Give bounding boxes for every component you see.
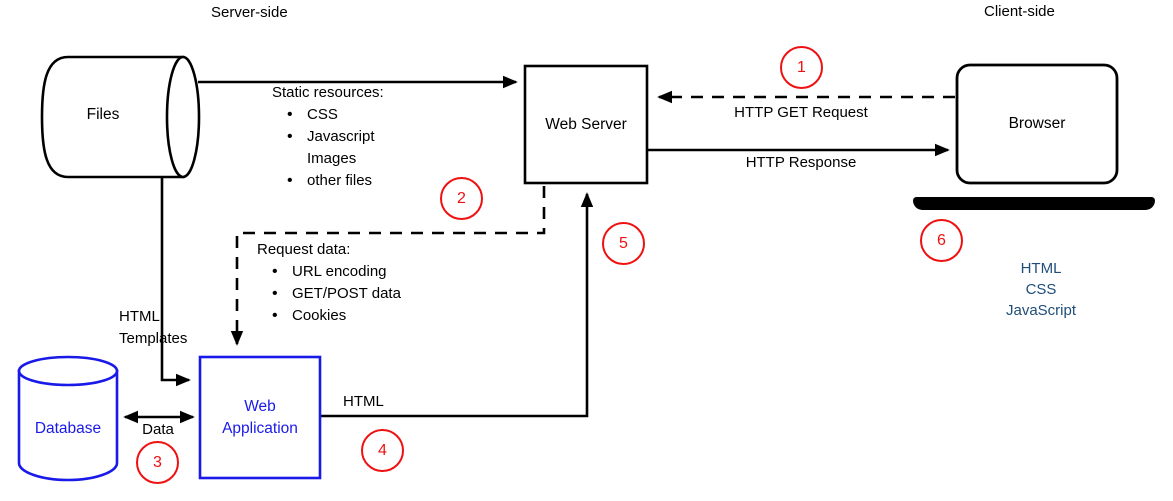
static-resources-item: CSS (272, 104, 452, 126)
static-resources-title: Static resources: (272, 84, 384, 101)
step-marker-6: 6 (920, 219, 963, 262)
request-data-list: Request data: URL encoding GET/POST data… (257, 239, 457, 327)
step-marker-5: 5 (602, 222, 645, 265)
request-data-item: Cookies (257, 305, 457, 327)
client-side-label: Client-side (984, 3, 1055, 20)
html-edge-label: HTML (343, 393, 384, 410)
files-cylinder (40, 55, 201, 179)
http-get-request-label: HTTP GET Request (734, 104, 868, 121)
arrow-webserver-to-webapp-request-data (230, 186, 546, 346)
static-resources-item: Images (307, 150, 357, 167)
database-node-label: Database (34, 420, 102, 437)
arrow-webapp-to-webserver-html (320, 192, 594, 418)
browser-box (955, 63, 1119, 185)
laptop-base-bar (913, 197, 1155, 210)
step-marker-2: 2 (440, 177, 483, 220)
files-node-label: Files (86, 106, 120, 123)
arrow-files-to-webapp-templates (160, 177, 191, 387)
step-marker-3: 3 (136, 441, 179, 484)
server-side-label: Server-side (211, 4, 288, 21)
database-cylinder (17, 355, 119, 482)
web-server-node-label: Web Server (545, 115, 627, 133)
http-response-label: HTTP Response (745, 154, 857, 171)
browser-output-item: CSS (1025, 281, 1057, 298)
web-application-box (198, 355, 322, 480)
step-marker-4: 4 (361, 429, 404, 472)
data-edge-label: Data (142, 421, 174, 438)
request-data-item: URL encoding (257, 261, 457, 283)
browser-output-item: HTML (1020, 260, 1062, 277)
step-marker-1: 1 (780, 46, 823, 89)
browser-output-list: HTML CSS JavaScript (961, 258, 1121, 321)
browser-output-item: JavaScript (1005, 302, 1077, 319)
web-server-box (523, 64, 649, 185)
browser-node-label: Browser (1008, 115, 1066, 132)
html-templates-label: HTML Templates (119, 308, 188, 347)
static-resources-list: Static resources: CSS Javascript Images … (272, 82, 452, 192)
request-data-item: GET/POST data (257, 283, 457, 305)
request-data-title: Request data: (257, 241, 351, 258)
web-application-node-label: Web Application (222, 397, 298, 437)
static-resources-item: other files (272, 170, 452, 192)
static-resources-item: Javascript (272, 126, 452, 148)
